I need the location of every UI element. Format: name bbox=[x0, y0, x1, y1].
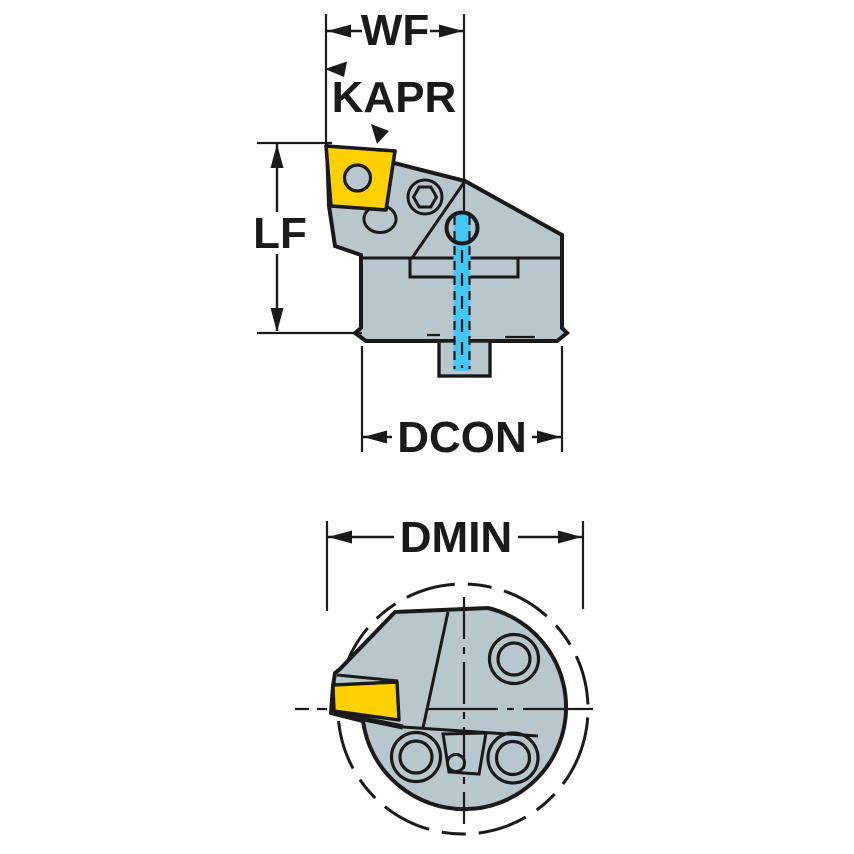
bolt-holes bbox=[389, 632, 541, 785]
insert-hole bbox=[342, 163, 373, 193]
dimension-wf: WF bbox=[324, 6, 464, 145]
lf-arrow-up-icon bbox=[270, 144, 284, 168]
dmin-cutting-circle bbox=[336, 582, 590, 836]
end-view: DMIN bbox=[295, 513, 594, 836]
dmin-arrow-left-icon bbox=[328, 530, 352, 544]
dmin-arrow-right-icon bbox=[558, 530, 582, 544]
dimension-label-dcon: DCON bbox=[397, 413, 527, 462]
cutting-insert-side bbox=[324, 144, 397, 212]
wf-arrow-right-icon bbox=[439, 24, 463, 38]
dimension-dmin: DMIN bbox=[325, 513, 585, 611]
centerlines bbox=[295, 597, 594, 824]
dimension-label-lf: LF bbox=[253, 209, 307, 258]
pocket-wedge-line bbox=[421, 611, 450, 729]
hex-socket-screw bbox=[406, 178, 444, 216]
dimension-lf: LF bbox=[253, 141, 362, 335]
hole-bottom-right-inner bbox=[494, 739, 532, 777]
cutting-edge-line bbox=[329, 709, 404, 730]
dimension-kapr: KAPR bbox=[325, 61, 457, 144]
kapr-arrow-lower-icon bbox=[371, 124, 389, 144]
dimension-label-wf: WF bbox=[361, 6, 429, 55]
hole-top-right-inner bbox=[496, 641, 532, 677]
kapr-arrow-upper-icon bbox=[325, 61, 347, 77]
cutting-insert-end bbox=[331, 680, 401, 722]
hex-socket-icon bbox=[411, 185, 439, 209]
coolant-inlet-hole bbox=[444, 210, 480, 246]
coolant-duct bbox=[453, 214, 471, 371]
clamp-wedge-line bbox=[410, 180, 467, 259]
dimension-dcon: DCON bbox=[360, 346, 564, 462]
dcon-arrow-left-icon bbox=[363, 430, 387, 444]
clamp-edge-line bbox=[336, 673, 399, 683]
dcon-arrow-right-icon bbox=[537, 430, 561, 444]
dimension-label-dmin: DMIN bbox=[400, 513, 512, 562]
hole-bottom-left-inner bbox=[398, 739, 434, 775]
dimension-label-kapr: KAPR bbox=[332, 73, 457, 122]
flange-dashes bbox=[427, 333, 535, 339]
lf-arrow-down-icon bbox=[270, 308, 284, 332]
side-view: WF KAPR LF DCON bbox=[253, 6, 570, 462]
face-edge-line bbox=[402, 725, 539, 738]
pin-hole bbox=[446, 753, 466, 773]
coolant-channel bbox=[444, 210, 480, 371]
wf-arrow-left-icon bbox=[327, 24, 351, 38]
